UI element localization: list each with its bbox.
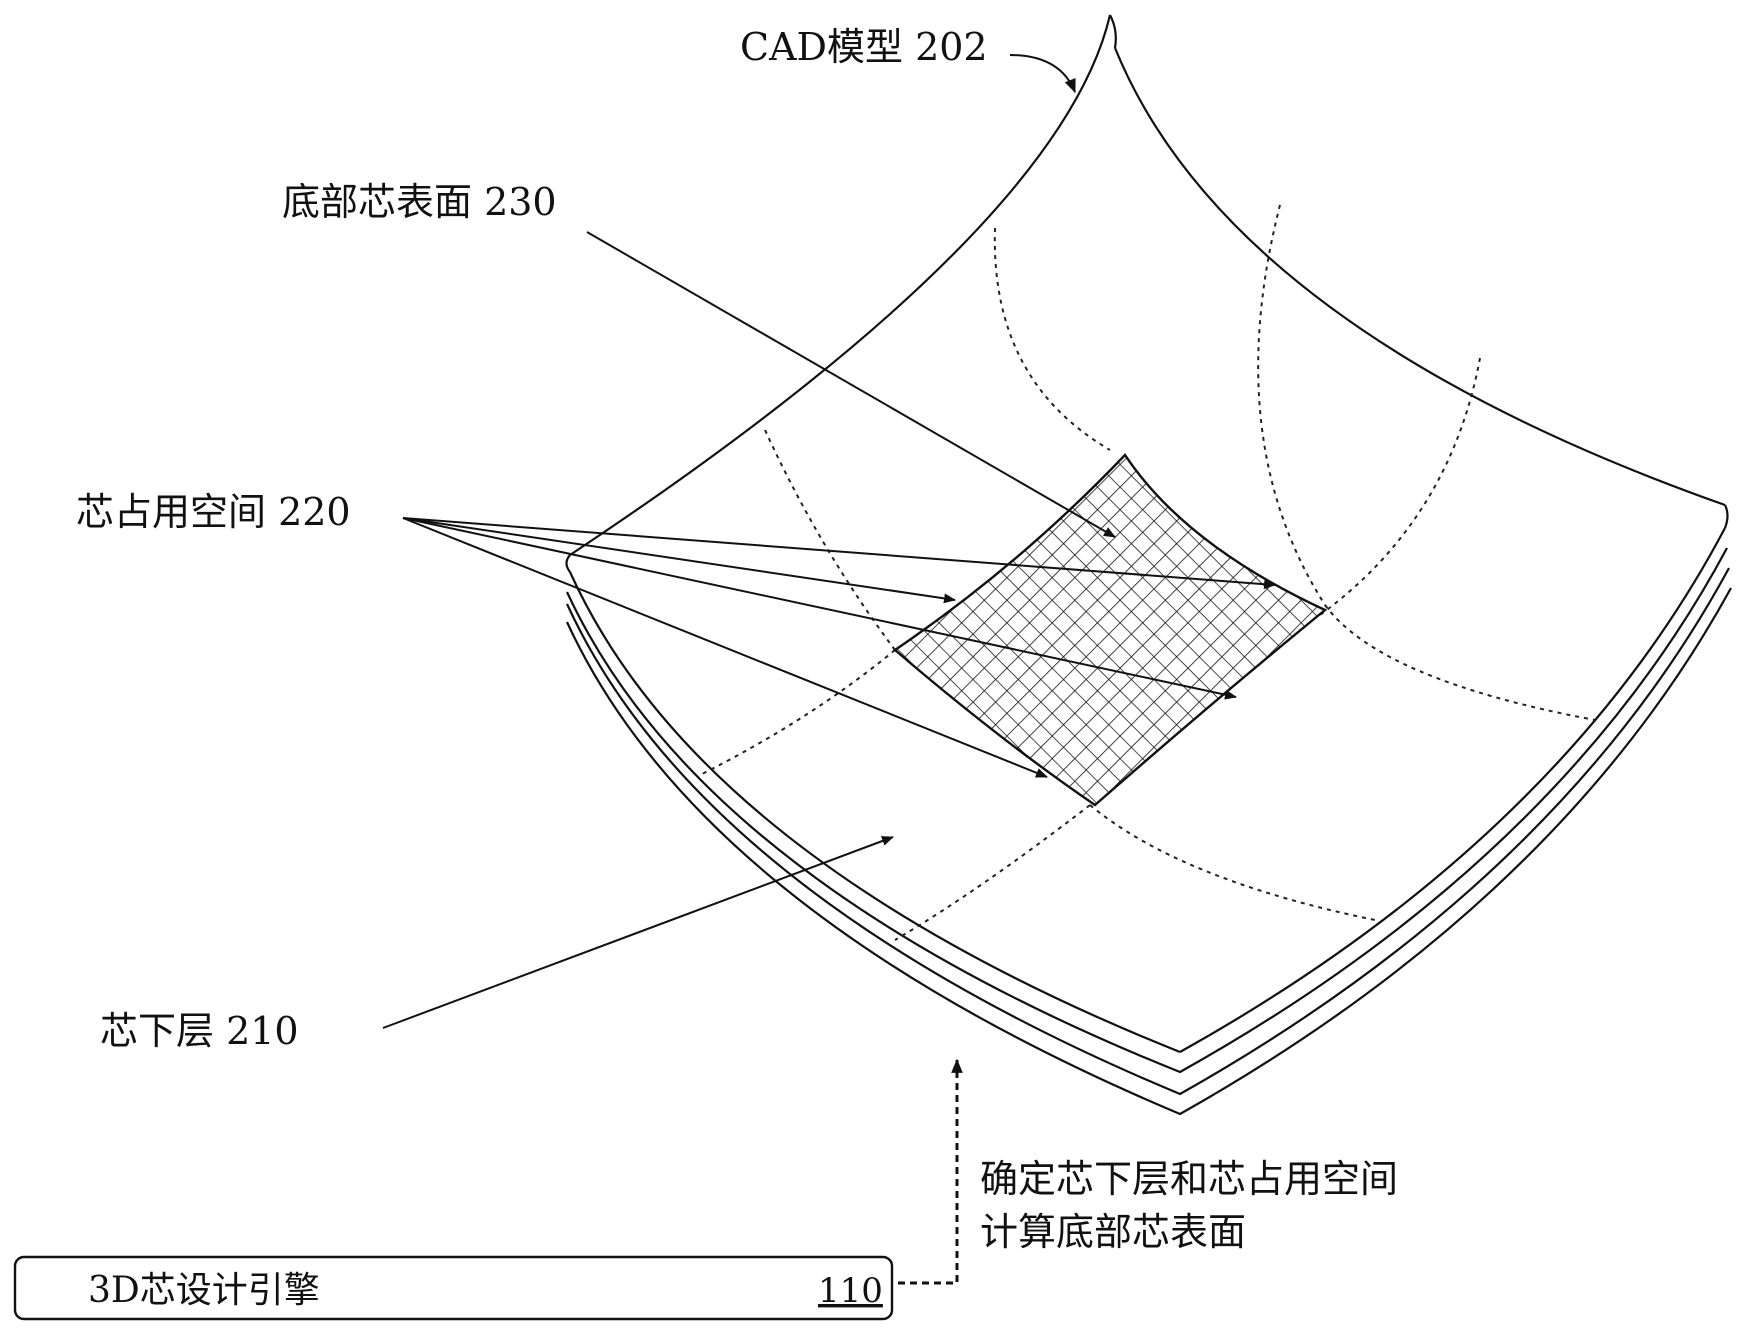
step-description-line-2: 计算底部芯表面 [980, 1210, 1246, 1254]
core-occupied-space-label: 芯占用空间 220 [76, 490, 351, 534]
cad-model-label: CAD模型 202 [740, 25, 988, 69]
core-occupied-space-patch [893, 453, 1328, 807]
design-engine-label: 3D芯设计引擎 [88, 1270, 320, 1311]
step-description-line-1: 确定芯下层和芯占用空间 [980, 1157, 1398, 1201]
design-engine-box: 3D芯设计引擎 110 [13, 1255, 894, 1321]
bottom-core-surface-label: 底部芯表面 230 [282, 180, 557, 224]
core-lower-layer-label: 芯下层 210 [100, 1009, 299, 1053]
surface-grid [699, 204, 1596, 941]
core-lower-layer-stack [566, 547, 1732, 1116]
cad-model-surface [565, 14, 1729, 1054]
leader-arrows [382, 54, 1276, 1285]
design-engine-ref-number: 110 [818, 1271, 883, 1311]
